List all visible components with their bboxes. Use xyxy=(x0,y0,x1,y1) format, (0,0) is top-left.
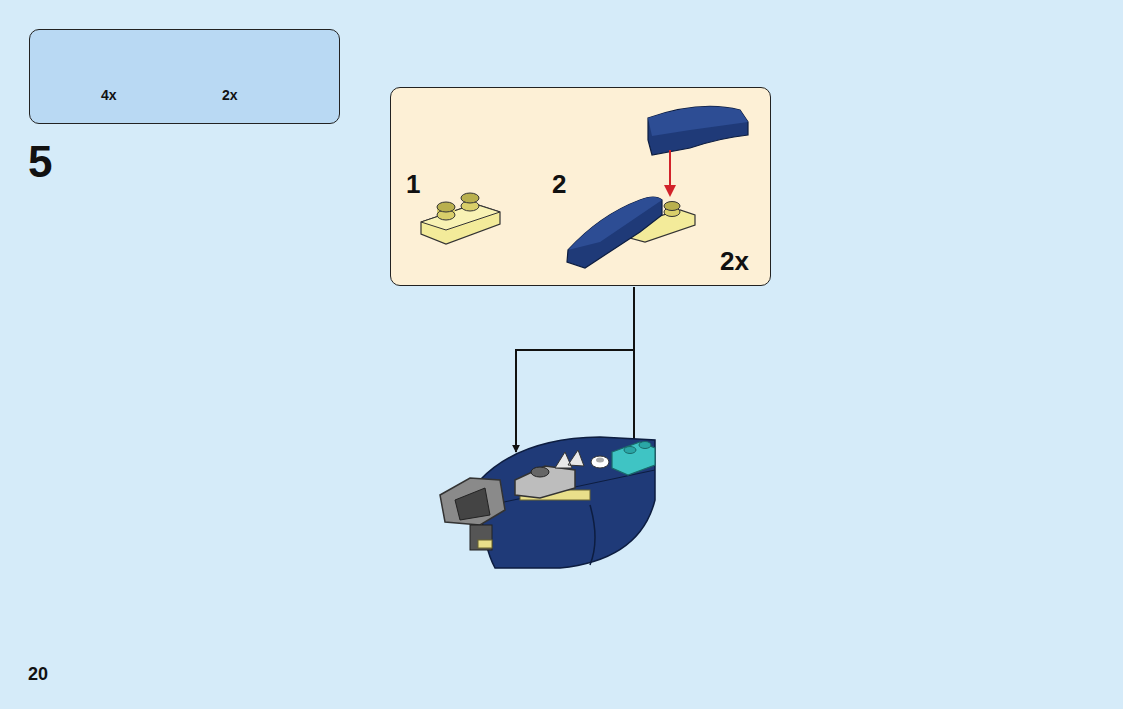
sub-step-number: 1 xyxy=(406,171,420,197)
part-quantity: 2x xyxy=(222,88,238,102)
part-quantity: 4x xyxy=(101,88,117,102)
page-number: 20 xyxy=(28,665,48,683)
build-quantity: 2x xyxy=(720,248,749,274)
sub-assembly-callout: 1 2 2x xyxy=(390,87,771,286)
step-number: 5 xyxy=(28,140,52,184)
parts-list-panel: 4x 2x xyxy=(29,29,340,124)
model xyxy=(440,437,655,568)
sub-step-number: 2 xyxy=(552,171,566,197)
assembly-arrows xyxy=(516,287,634,452)
